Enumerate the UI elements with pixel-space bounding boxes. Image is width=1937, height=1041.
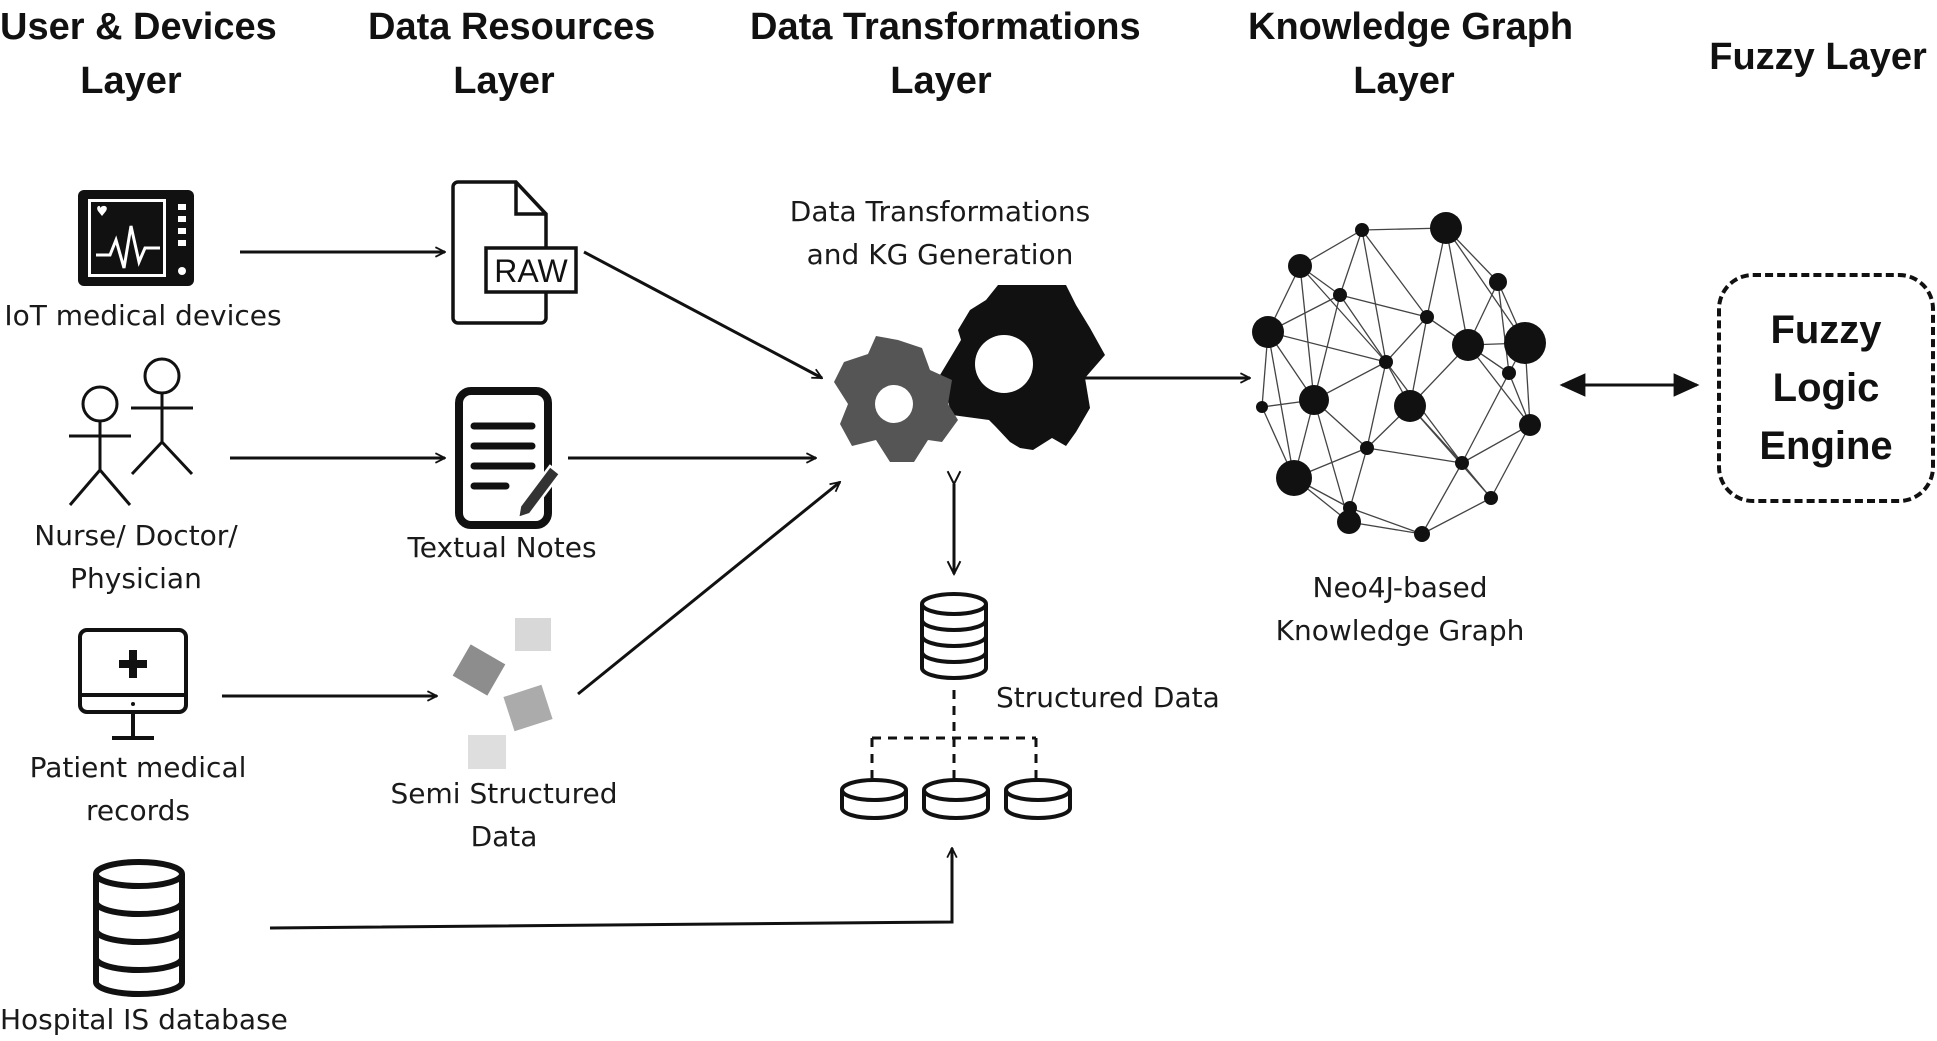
semi-structured-data-icon [452,618,553,769]
staff-label: Nurse/ Doctor/ Physician [34,519,238,595]
graph-node [1252,316,1284,348]
iot-devices-label: IoT medical devices [4,299,282,332]
graph-edge [1361,229,1428,318]
graph-edge [1421,462,1463,535]
graph-node [1333,288,1347,302]
patient-records-label: Patient medical records [29,751,247,827]
graph-node [1452,329,1484,361]
transformation-title-label: Data Transformations and KG Generation [789,195,1091,271]
raw-file-icon: RAW [451,180,578,325]
arrow-hospital-to-structured [269,848,952,930]
graph-node [1420,310,1434,324]
graph-edge [1445,227,1526,344]
graph-edge [1409,405,1492,499]
graph-node [1504,322,1546,364]
graph-edge [1461,424,1531,464]
fuzzy-logic-engine-box: Fuzzy Logic Engine [1717,273,1935,503]
textual-notes-label: Textual Notes [407,531,597,564]
graph-node [1355,223,1369,237]
graph-node [1299,385,1329,415]
graph-edge [1349,447,1368,509]
fuzzy-logic-engine-label: Fuzzy Logic Engine [1759,308,1893,468]
graph-node [1379,355,1393,369]
graph-node [1337,510,1361,534]
db-disk-left-icon [840,778,908,820]
hospital-db-label: Hospital IS database [0,1003,288,1036]
graph-node [1360,441,1374,455]
textual-notes-icon [455,387,562,529]
layer-title-knowledge-graph: Knowledge Graph Layer [1248,6,1574,102]
graph-node [1414,526,1430,542]
gears-icon [834,285,1105,462]
graph-edge [1361,229,1387,363]
arrow-semi-to-gears [577,482,840,696]
hospital-database-icon [93,859,185,997]
layer-title-fuzzy: Fuzzy Layer [1709,36,1927,78]
graph-edge [1339,294,1387,363]
graph-edge [1385,316,1428,363]
knowledge-graph-network [1252,212,1546,542]
layer-title-user-devices: User & Devices Layer [0,6,277,102]
db-disk-middle-icon [922,778,990,820]
layer-title-data-transformations: Data Transformations Layer [750,6,1141,102]
graph-node [1256,401,1268,413]
graph-node [1484,491,1498,505]
graph-edge [1299,265,1315,401]
arrow-raw-to-gears [583,250,822,380]
raw-label: RAW [494,253,568,289]
graph-edge [1490,424,1531,499]
graph-edge [1421,497,1492,535]
graph-edge [1313,399,1350,523]
graph-edge [1467,344,1531,426]
graph-edge [1461,372,1510,464]
graph-edge [1339,229,1363,296]
graph-node [1430,212,1462,244]
knowledge-graph-label: Neo4J-based Knowledge Graph [1275,571,1525,647]
layer-title-data-resources: Data Resources Layer [368,6,656,102]
graph-edge [1339,294,1428,318]
iot-monitor-icon [78,190,194,286]
graph-edge [1445,227,1469,346]
db-disk-right-icon [1004,778,1072,820]
graph-node [1276,460,1312,496]
graph-node [1489,273,1507,291]
graph-node [1394,390,1426,422]
structured-database-icon [920,592,988,680]
graph-edge [1366,447,1463,464]
graph-edge [1267,331,1295,479]
graph-node [1519,414,1541,436]
semi-structured-label: Semi Structured Data [390,777,618,853]
structured-data-label: Structured Data [996,681,1220,714]
graph-edge [1348,521,1423,535]
graph-node [1288,254,1312,278]
graph-node [1455,456,1469,470]
graph-node [1502,366,1516,380]
graph-edge [1267,331,1387,363]
graph-edge [1366,361,1387,449]
graph-edge [1349,507,1423,535]
medical-monitor-icon [78,628,188,740]
graph-edge [1497,281,1510,374]
flow-arrows [222,250,1250,930]
graph-edge [1299,265,1387,363]
structured-tree-connector [870,690,1038,780]
people-icon [68,357,194,506]
